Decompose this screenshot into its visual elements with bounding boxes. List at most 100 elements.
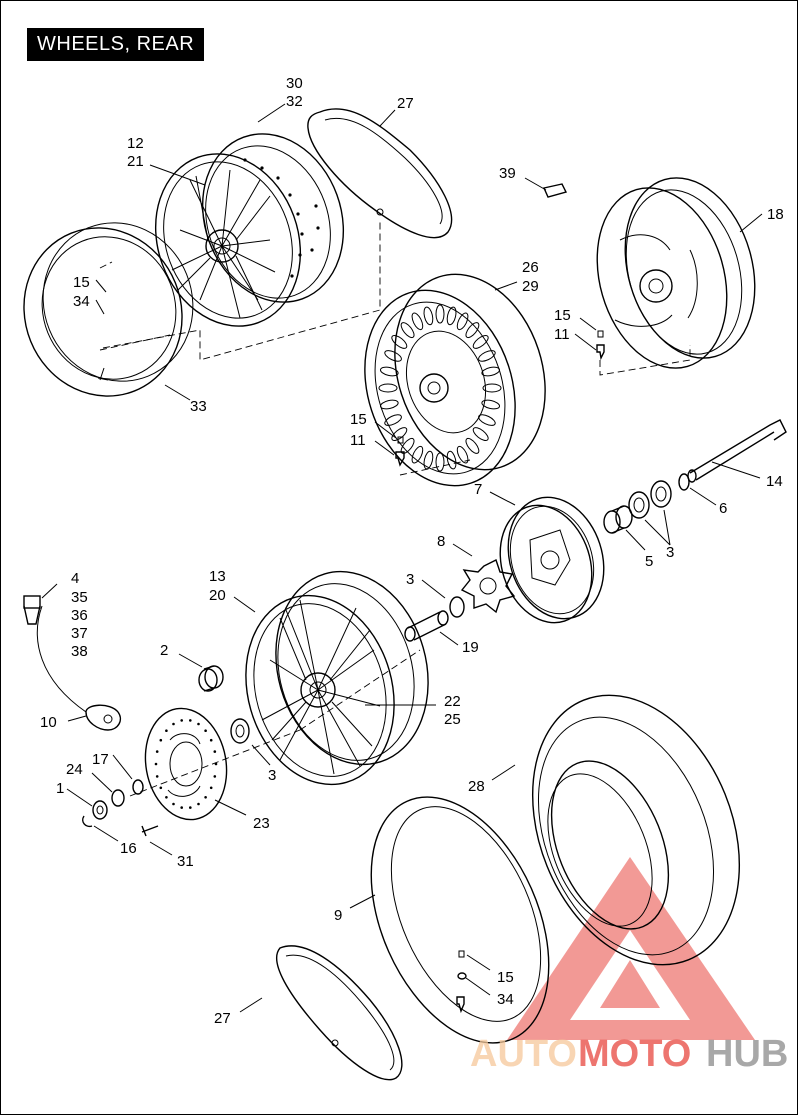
- turbine-slot: [456, 445, 469, 464]
- laced-wheel-assembly: [154, 133, 345, 327]
- callout-30: 30: [286, 75, 303, 92]
- turbine-slot: [446, 450, 457, 470]
- valve-stem-center: [395, 436, 471, 476]
- rotor-hole: [209, 738, 213, 742]
- spacer-sleeve: [603, 505, 633, 534]
- turbine-slot: [378, 383, 398, 393]
- rotor-hole: [204, 729, 207, 732]
- callout-38: 38: [71, 643, 88, 660]
- turbine-slot: [465, 437, 480, 454]
- callout-10: 10: [40, 714, 57, 731]
- rotor-hole: [189, 806, 192, 809]
- callout-15-b: 15: [554, 307, 571, 324]
- watermark-moto: MOTO: [578, 1033, 691, 1075]
- rotor-hole: [165, 729, 168, 732]
- valve-stem-right: [596, 330, 605, 361]
- watermark-hub: HUB: [706, 1033, 788, 1075]
- callout-18: 18: [767, 206, 784, 223]
- turbine-slot: [423, 306, 434, 326]
- callout-3-c: 3: [268, 767, 276, 784]
- turbine-slot: [478, 350, 496, 362]
- washer-24: [111, 789, 125, 807]
- callout-27-upper: 27: [397, 95, 414, 112]
- callout-1: 1: [56, 780, 64, 797]
- rotor-hole: [159, 786, 163, 790]
- callout-12: 12: [127, 135, 144, 152]
- callout-16: 16: [120, 840, 137, 857]
- turbine-slot: [482, 383, 502, 393]
- turbine-slot: [400, 437, 415, 454]
- callout-27-lower: 27: [214, 1010, 231, 1027]
- turbine-slot: [391, 334, 408, 349]
- callout-7: 7: [474, 481, 482, 498]
- rotor-hole: [197, 802, 200, 806]
- turbine-slot: [465, 322, 480, 339]
- rear-tire: [531, 694, 741, 966]
- callout-34-b: 34: [497, 991, 514, 1008]
- callout-15-a: 15: [73, 274, 90, 291]
- axle-washer: [678, 473, 690, 491]
- callout-6: 6: [719, 500, 727, 517]
- rotor-hole: [209, 786, 213, 790]
- turbine-slot: [446, 306, 457, 326]
- drive-sprocket: [499, 496, 605, 624]
- watermark-auto: AUTO: [470, 1033, 577, 1075]
- turbine-slot: [423, 450, 434, 470]
- bare-rim: [23, 222, 194, 397]
- hub-bearing-upper: [198, 665, 224, 692]
- callout-28: 28: [468, 778, 485, 795]
- turbine-slot: [456, 312, 469, 331]
- callout-17: 17: [92, 751, 109, 768]
- turbine-slot: [478, 414, 496, 426]
- turbine-slot: [481, 399, 501, 410]
- laced-rear-wheel: [245, 570, 429, 786]
- bearing-left: [449, 596, 465, 618]
- turbine-slot: [472, 334, 489, 349]
- spacer-17: [132, 779, 144, 795]
- rotor-hole: [159, 738, 163, 742]
- watermark-logo: [507, 857, 755, 1040]
- leader-lines: [41, 103, 763, 1013]
- rear-axle: [687, 419, 787, 483]
- rotor-hole: [155, 750, 159, 753]
- balance-weight: [543, 183, 568, 198]
- turbine-slot: [379, 366, 399, 377]
- turbine-slot: [411, 445, 424, 464]
- callout-34-a: 34: [73, 293, 90, 310]
- turbine-slot: [400, 322, 415, 339]
- rotor-hole: [197, 722, 200, 726]
- page-title: WHEELS, REAR: [27, 28, 205, 61]
- callout-14: 14: [766, 473, 783, 490]
- inner-tube: [370, 796, 550, 1044]
- wheel-bearing-pair: [628, 480, 672, 519]
- callout-3-a: 3: [666, 544, 674, 561]
- callout-39: 39: [499, 165, 516, 182]
- callout-35: 35: [71, 589, 88, 606]
- rotor-hole: [180, 806, 183, 809]
- rotor-hole: [172, 802, 175, 806]
- turbine-slot: [379, 399, 399, 410]
- callout-26: 26: [522, 259, 539, 276]
- rim-strip-lower: [275, 945, 403, 1081]
- cast-disc-wheel: [596, 177, 756, 376]
- turbine-slot: [384, 414, 402, 426]
- turbine-slot: [435, 452, 445, 472]
- callout-31: 31: [177, 853, 194, 870]
- rotor-hole: [172, 722, 175, 726]
- callout-15-c: 15: [350, 411, 367, 428]
- callout-4: 4: [71, 570, 79, 587]
- assembly-centerline: [102, 220, 381, 361]
- callout-2: 2: [160, 642, 168, 659]
- brake-rotor: [144, 707, 228, 821]
- callout-11-a: 11: [554, 326, 570, 343]
- rotor-hole: [154, 762, 158, 766]
- turbine-spoke-wheel: [364, 273, 546, 487]
- sprocket-isolator: [460, 559, 516, 614]
- rotor-hole: [213, 775, 217, 778]
- cotter-pin: [82, 815, 93, 828]
- turbine-slot: [435, 304, 445, 324]
- callout-20: 20: [209, 587, 226, 604]
- rotor-bolt: [141, 825, 159, 837]
